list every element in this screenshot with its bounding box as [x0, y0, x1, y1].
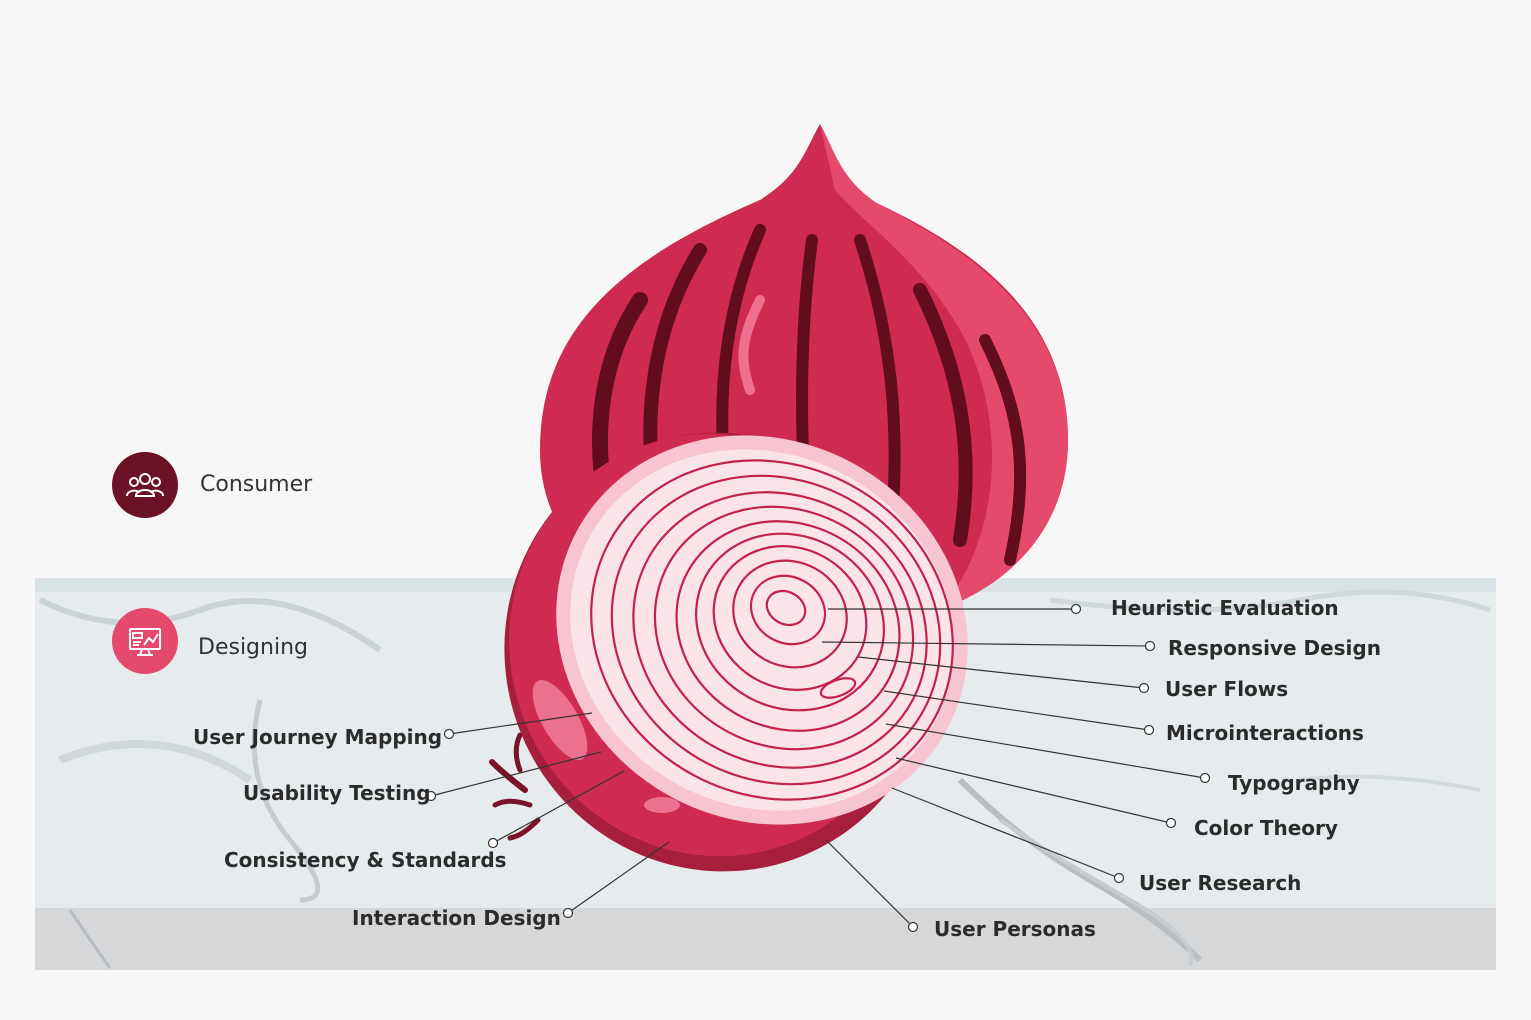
leader-line [883, 690, 1150, 731]
leader-endpoint [425, 790, 437, 802]
leader-line [857, 656, 1145, 689]
leader-endpoint [1113, 872, 1125, 884]
layer-label: Microinteractions [1166, 721, 1364, 745]
layer-label: Interaction Design [352, 906, 561, 930]
layer-label: Consistency & Standards [224, 848, 507, 872]
leader-lines [425, 603, 1211, 933]
legend-label-consumer: Consumer [200, 472, 313, 497]
leader-endpoint [907, 921, 919, 933]
leader-line [825, 839, 914, 928]
layer-label: User Personas [934, 917, 1096, 941]
layer-label: Usability Testing [243, 781, 431, 805]
layer-label: Typography [1228, 771, 1360, 795]
leader-line [567, 841, 670, 914]
leader-line [891, 787, 1120, 879]
people-group-icon [112, 452, 178, 518]
leader-endpoint [487, 837, 499, 849]
leader-endpoint [1165, 817, 1177, 829]
leader-line [492, 770, 625, 844]
leader-endpoint [1070, 603, 1082, 615]
leader-endpoint [1199, 772, 1211, 784]
leader-endpoint [443, 728, 455, 740]
leader-line [895, 757, 1172, 824]
layer-label: Color Theory [1194, 816, 1338, 840]
leader-line [821, 641, 1151, 647]
legend-label-designing: Designing [198, 635, 308, 660]
layer-label: User Flows [1165, 677, 1289, 701]
layer-label: User Research [1139, 871, 1302, 895]
leader-line [448, 712, 593, 735]
leader-line [885, 723, 1206, 779]
leader-endpoint [1143, 724, 1155, 736]
leader-line [430, 751, 602, 797]
layer-label: Responsive Design [1168, 636, 1381, 660]
design-monitor-icon [112, 608, 178, 674]
half-onion [489, 432, 968, 872]
layer-label: Heuristic Evaluation [1111, 596, 1339, 620]
layer-label: User Journey Mapping [193, 725, 443, 749]
leader-endpoint [562, 907, 574, 919]
leader-endpoint [1138, 682, 1150, 694]
leader-endpoint [1144, 640, 1156, 652]
